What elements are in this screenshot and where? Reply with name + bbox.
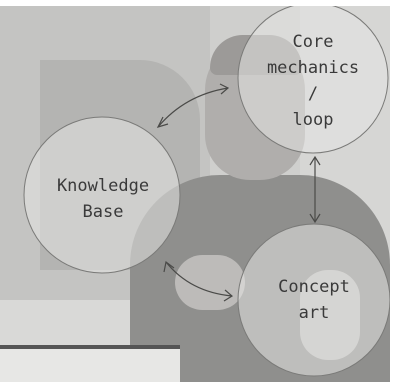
background-desk: [0, 345, 180, 382]
node-concept-circle: [237, 223, 391, 377]
frame-border-right: [390, 0, 394, 382]
node-core-circle: [237, 2, 389, 154]
edge-core-concept-arrow-start: [309, 155, 321, 166]
edge-knowledge-concept-arrow-start: [163, 260, 175, 273]
edge-knowledge-concept: [163, 260, 234, 302]
node-concept-label-2: art: [299, 303, 330, 323]
edge-knowledge-concept-line: [165, 261, 233, 297]
edge-core-concept: [309, 155, 321, 224]
edge-knowledge-core-arrow-end: [219, 83, 230, 95]
node-knowledge-label-1: Knowledge: [57, 176, 149, 196]
node-core-label-2: mechanics: [267, 58, 359, 78]
edge-knowledge-core-line: [157, 87, 229, 128]
edge-core-concept-arrow-end: [309, 213, 321, 224]
node-core-label-3: /: [308, 84, 318, 104]
node-core-label-1: Core: [293, 32, 334, 52]
edge-knowledge-core-arrow-start: [156, 116, 169, 128]
frame-border-top: [0, 0, 394, 6]
node-knowledge-label-2: Base: [83, 202, 124, 222]
edge-knowledge-core: [156, 83, 230, 128]
edge-knowledge-concept-arrow-end: [223, 289, 234, 302]
node-knowledge-circle: [23, 116, 181, 274]
speaker-hand-left: [175, 255, 245, 310]
node-core-label-4: loop: [293, 110, 334, 130]
node-concept-label-1: Concept: [278, 277, 350, 297]
